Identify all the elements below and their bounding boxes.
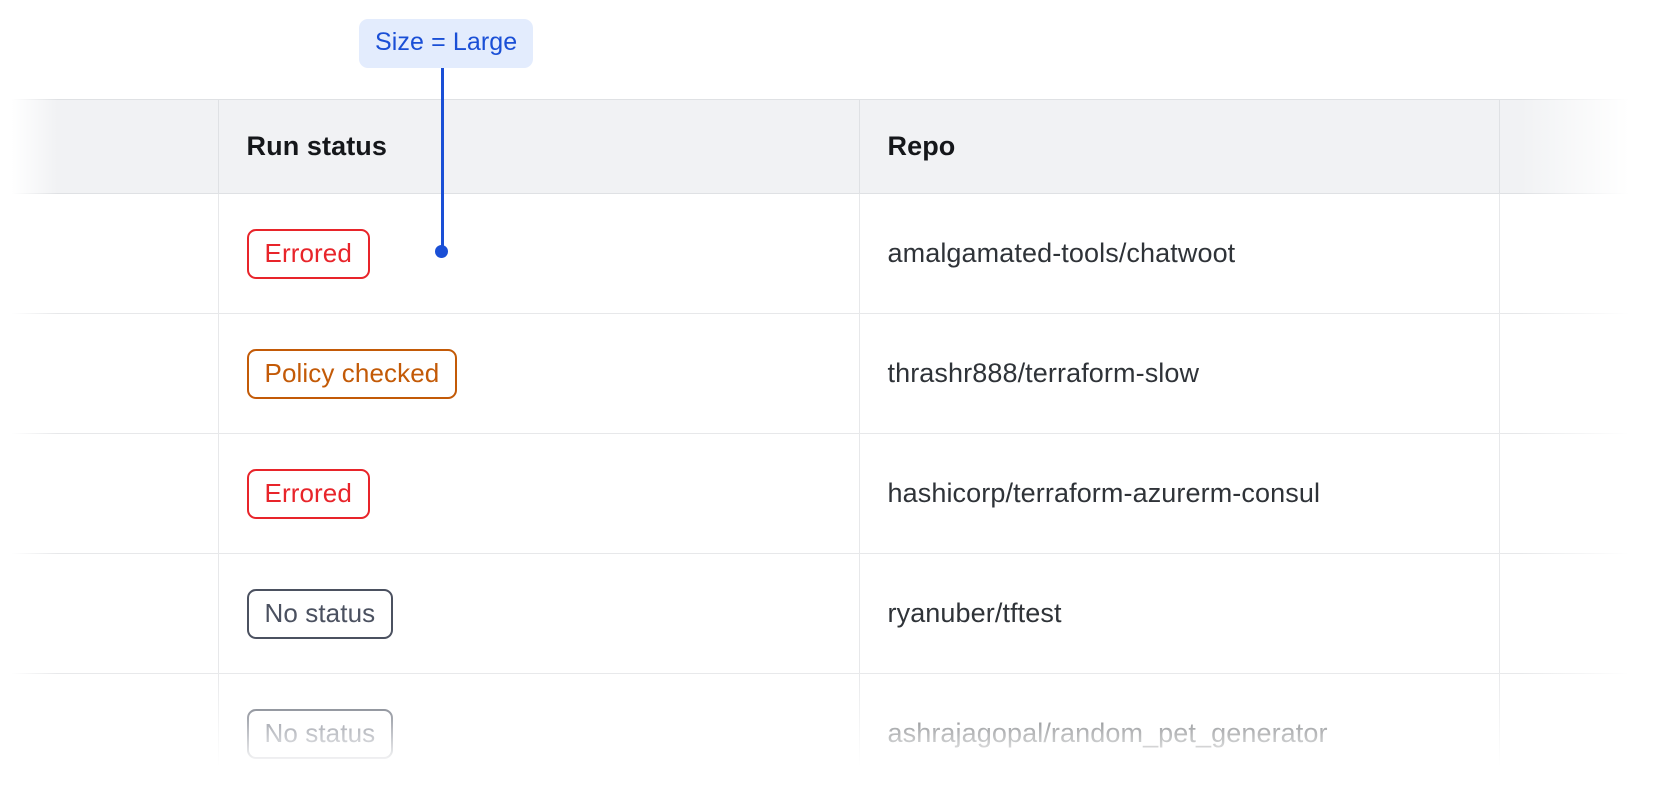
status-badge[interactable]: Errored bbox=[246, 468, 370, 519]
repo-cell[interactable]: amalgamated-tools/chatwoot bbox=[859, 193, 1500, 314]
status-badge[interactable]: Errored bbox=[246, 228, 370, 279]
data-table-region: Run status Repo Errored amalgamated-tool… bbox=[0, 99, 1672, 788]
repo-cell[interactable]: ashrajagopal/random_pet_generator bbox=[859, 673, 1500, 788]
run-status-cell: Errored bbox=[218, 193, 860, 314]
annotation-connector-line bbox=[441, 56, 444, 252]
run-status-cell: Policy checked bbox=[218, 313, 860, 434]
run-status-cell: No status bbox=[218, 553, 860, 674]
run-status-cell: No status bbox=[218, 673, 860, 788]
table-row[interactable]: Policy checked thrashr888/terraform-slow bbox=[0, 313, 1672, 434]
repo-cell[interactable]: ryanuber/tftest bbox=[859, 553, 1500, 674]
repo-cell[interactable]: thrashr888/terraform-slow bbox=[859, 313, 1500, 434]
row-spacer-cell bbox=[0, 673, 219, 788]
table-header-row: Run status Repo bbox=[0, 99, 1672, 194]
run-status-cell: Errored bbox=[218, 433, 860, 554]
row-spacer-cell bbox=[0, 433, 219, 554]
runs-table: Run status Repo Errored amalgamated-tool… bbox=[0, 99, 1672, 788]
annotation-connector-dot bbox=[435, 245, 448, 258]
annotation-callout: Size = Large bbox=[359, 19, 534, 68]
table-row[interactable]: No status ryanuber/tftest bbox=[0, 553, 1672, 674]
status-badge[interactable]: No status bbox=[246, 588, 394, 639]
column-header-spacer bbox=[0, 99, 219, 194]
row-spacer-cell bbox=[0, 313, 219, 434]
table-body: Errored amalgamated-tools/chatwoot Polic… bbox=[0, 193, 1672, 788]
column-header-run-status[interactable]: Run status bbox=[218, 99, 860, 194]
repo-cell[interactable]: hashicorp/terraform-azurerm-consul bbox=[859, 433, 1500, 554]
table-header: Run status Repo bbox=[0, 99, 1672, 194]
table-row[interactable]: Errored amalgamated-tools/chatwoot bbox=[0, 193, 1672, 314]
annotation-label: Size = Large bbox=[359, 19, 534, 68]
row-tail-cell bbox=[1499, 313, 1672, 434]
status-badge[interactable]: No status bbox=[246, 708, 394, 759]
row-tail-cell bbox=[1499, 673, 1672, 788]
column-header-repo[interactable]: Repo bbox=[859, 99, 1500, 194]
row-tail-cell bbox=[1499, 553, 1672, 674]
table-row[interactable]: Errored hashicorp/terraform-azurerm-cons… bbox=[0, 433, 1672, 554]
row-spacer-cell bbox=[0, 553, 219, 674]
column-header-tail bbox=[1499, 99, 1672, 194]
row-spacer-cell bbox=[0, 193, 219, 314]
row-tail-cell bbox=[1499, 193, 1672, 314]
status-badge[interactable]: Policy checked bbox=[246, 348, 458, 399]
table-row[interactable]: No status ashrajagopal/random_pet_genera… bbox=[0, 673, 1672, 788]
row-tail-cell bbox=[1499, 433, 1672, 554]
